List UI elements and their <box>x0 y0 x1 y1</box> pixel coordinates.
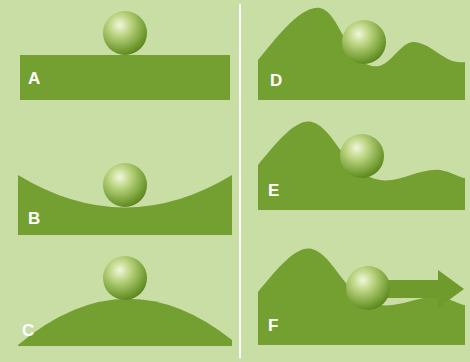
hill-ground <box>18 299 232 346</box>
panel-letter: C <box>22 322 34 339</box>
ball <box>340 134 384 178</box>
panel-letter: F <box>268 317 278 334</box>
panel-letter: E <box>268 182 279 199</box>
hilly-ground <box>258 249 465 345</box>
ball <box>342 20 386 64</box>
push-arrow <box>380 270 464 308</box>
ball <box>103 163 147 207</box>
panel-letter: D <box>270 72 282 89</box>
flat-ground <box>20 55 230 100</box>
divider-line <box>239 4 241 358</box>
panel-letter: A <box>28 70 40 87</box>
hilly-ground <box>258 8 465 100</box>
ball <box>103 256 147 300</box>
hilly-ground <box>258 122 465 210</box>
ball <box>103 11 147 55</box>
panel-letter: B <box>28 210 40 227</box>
ball <box>346 266 390 310</box>
